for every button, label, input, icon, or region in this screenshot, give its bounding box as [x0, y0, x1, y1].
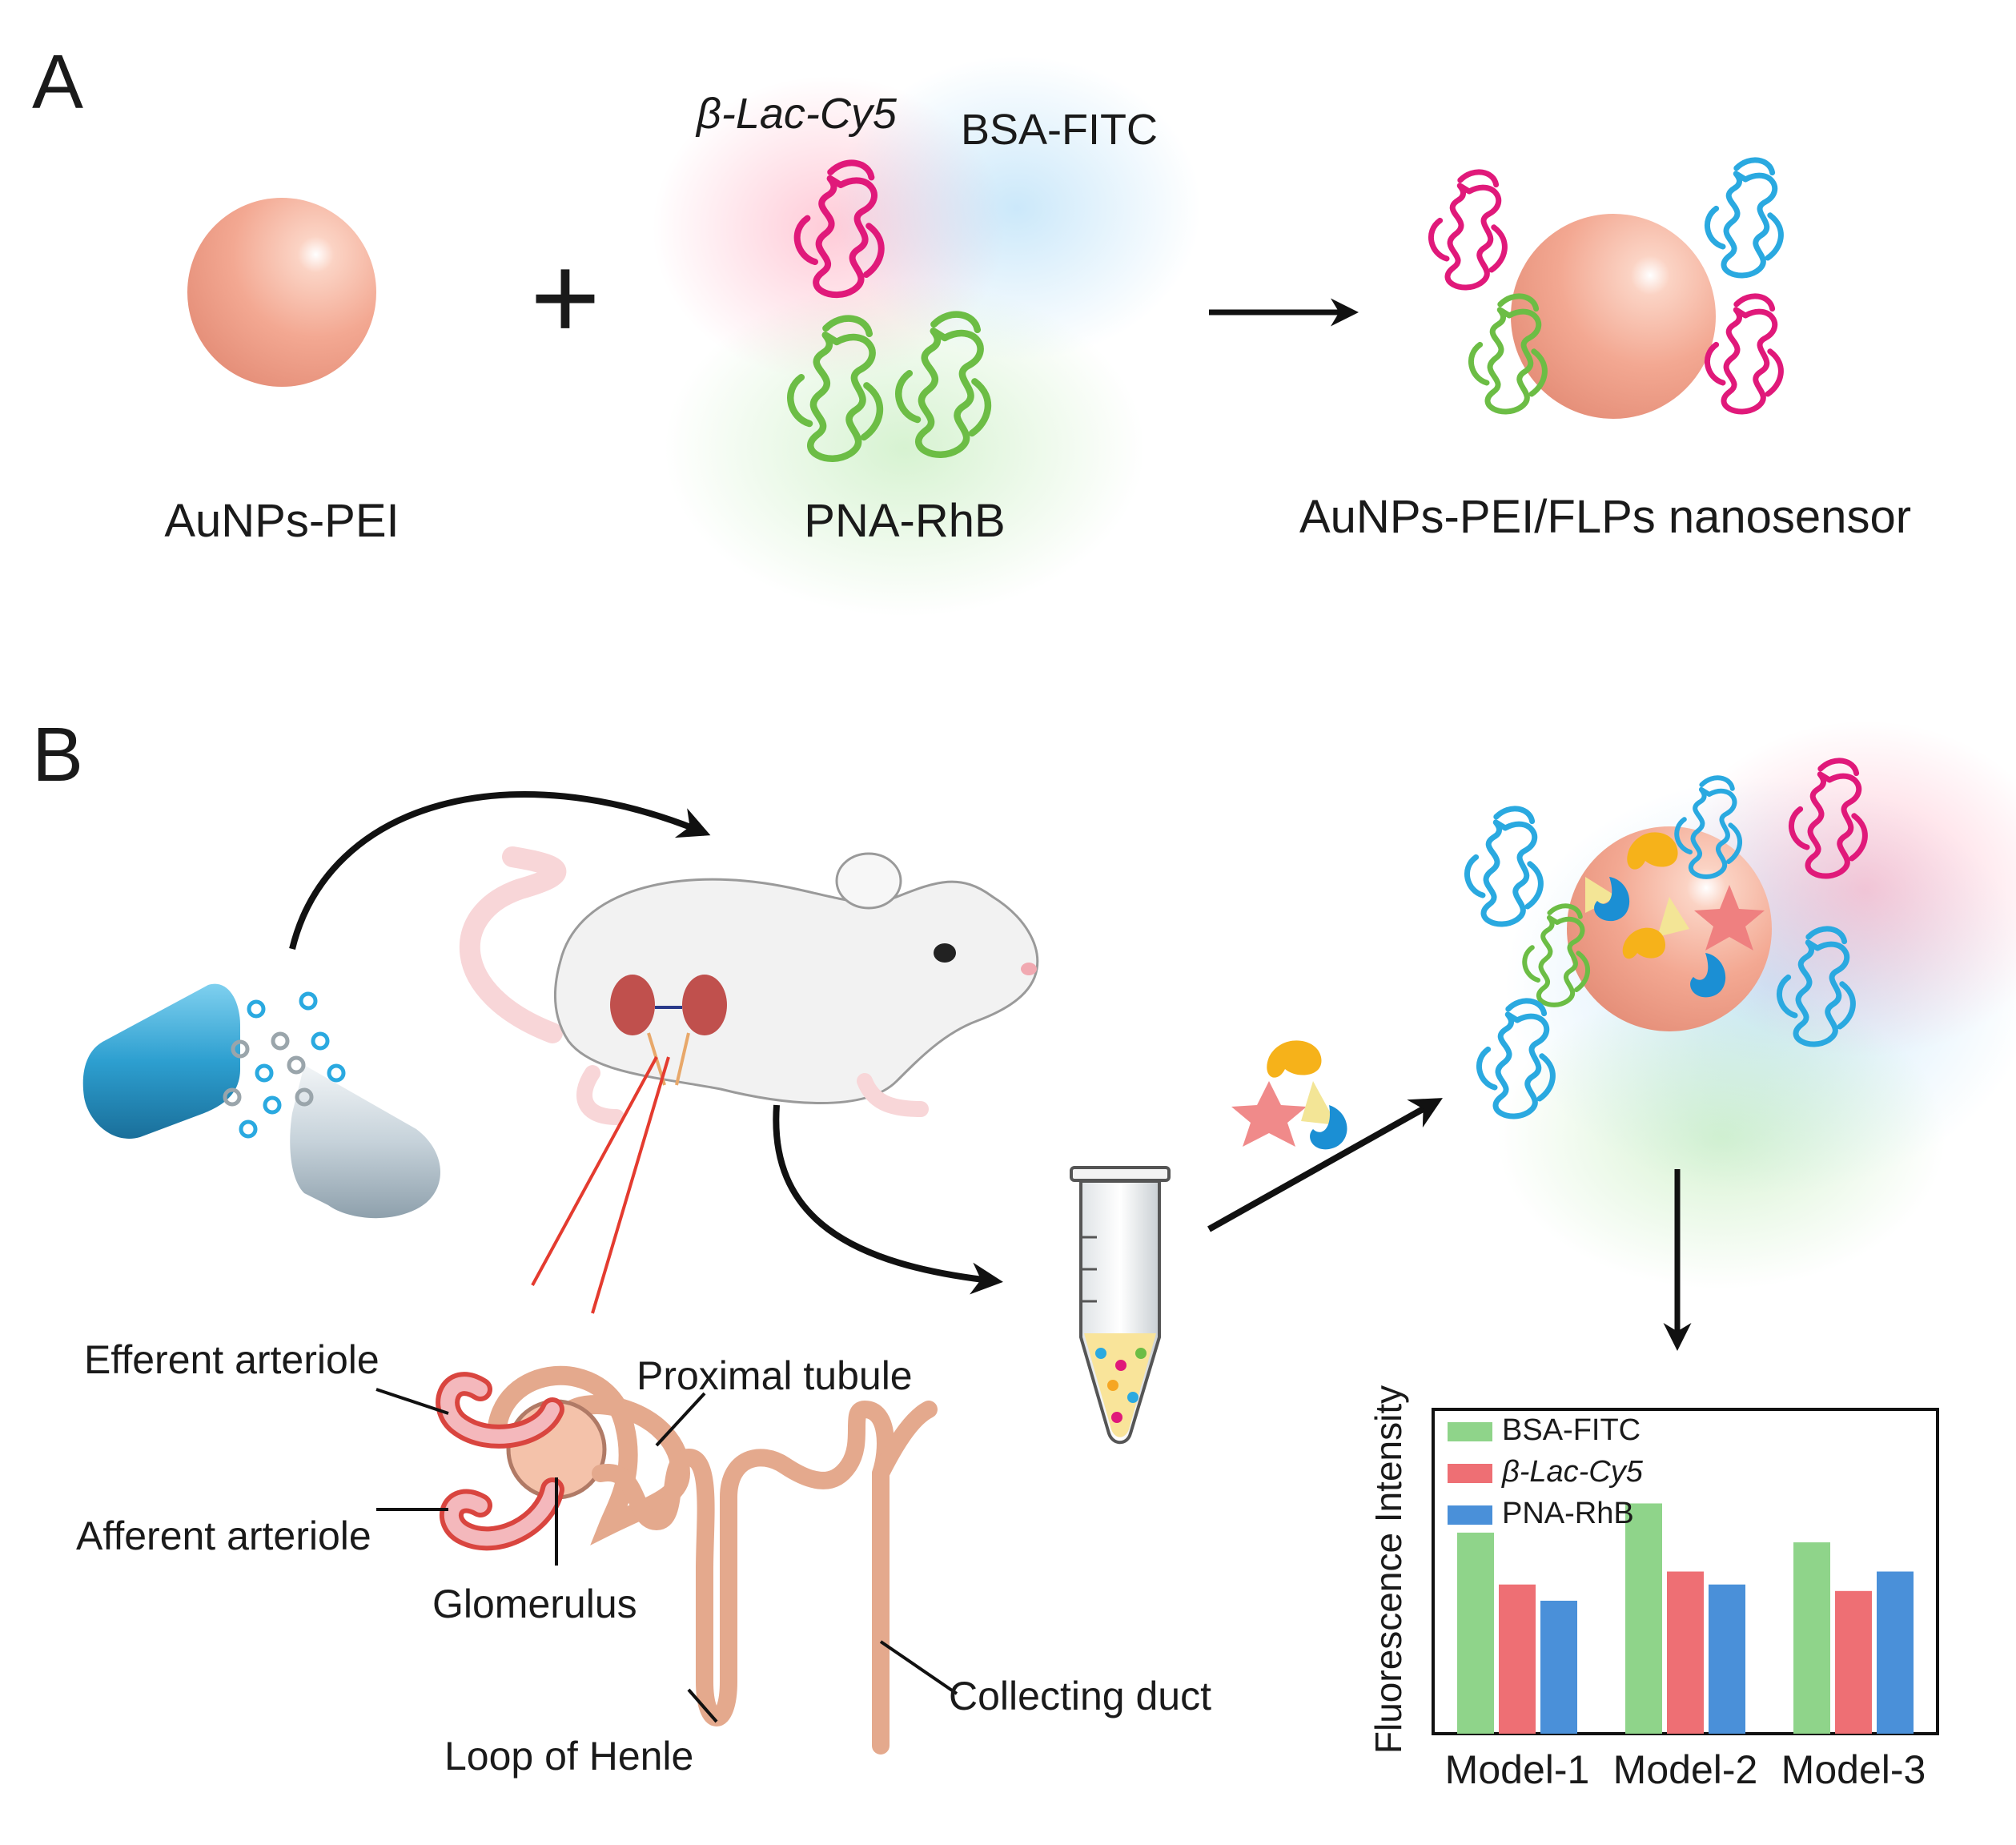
x-tick-label: Model-1 [1445, 1747, 1590, 1792]
analyte-6-icon [1622, 927, 1665, 959]
nanosensor-label: AuNPs-PEI/FLPs nanosensor [1299, 491, 1911, 543]
plus-sign: + [530, 230, 600, 364]
ns-protein-right-top [1707, 160, 1781, 275]
ns-protein-left-bottom [1471, 296, 1544, 412]
pna-rhb-label: PNA-RhB [804, 495, 1005, 547]
legend-swatch [1448, 1505, 1492, 1525]
label-glomerulus: Glomerulus [432, 1582, 637, 1626]
analyte-cluster-icon [1231, 1040, 1347, 1150]
callout-loop [687, 1688, 718, 1723]
label-collecting: Collecting duct [949, 1674, 1211, 1718]
ns-protein-right-bottom [1707, 296, 1781, 412]
callout-collecting [879, 1640, 958, 1695]
analyte-7-icon [1690, 953, 1726, 998]
panel-a-letter: A [32, 39, 83, 125]
ns-protein-left-top [1431, 172, 1504, 287]
bar-model-1-1 [1499, 1584, 1536, 1734]
nanosensor-sphere [1511, 214, 1716, 419]
bar-model-1-2 [1540, 1600, 1577, 1734]
bar-model-2-1 [1667, 1571, 1704, 1734]
bar-model-3-0 [1793, 1542, 1830, 1734]
y-axis-label: Fluorescence Intensity [1367, 1385, 1409, 1754]
aunp-pei-label: AuNPs-PEI [164, 495, 399, 547]
legend-label: PNA-RhB [1502, 1497, 1634, 1530]
analyte-5-icon [1694, 885, 1765, 951]
capsule-icon [82, 983, 440, 1219]
callout-proximal [655, 1392, 706, 1447]
label-loop: Loop of Henle [444, 1734, 693, 1779]
nephron-diagram [436, 1365, 938, 1755]
x-tick-label: Model-2 [1613, 1747, 1758, 1792]
bsa-fitc-label: BSA-FITC [961, 106, 1158, 154]
glow-green [665, 280, 1145, 617]
analyte-4-icon [1657, 897, 1689, 937]
label-afferent: Afferent arteriole [76, 1513, 371, 1558]
zoom-line-1 [531, 1056, 658, 1286]
arrow-urine [773, 1104, 1003, 1295]
callout-efferent [375, 1388, 449, 1415]
label-efferent: Efferent arteriole [84, 1337, 380, 1382]
beta-lac-cy5-label: β-Lac-Cy5 [695, 90, 898, 138]
arrow-dose [289, 791, 711, 950]
sensor-protein-3 [1467, 809, 1540, 924]
bar-model-3-1 [1835, 1590, 1872, 1734]
particles-icon [223, 991, 346, 1139]
label-proximal: Proximal tubule [637, 1353, 913, 1398]
bar-model-3-2 [1877, 1571, 1914, 1734]
bar-model-2-0 [1625, 1503, 1662, 1734]
bars-group [1457, 1503, 1914, 1734]
mouse-icon [459, 846, 1039, 1125]
legend-swatch [1448, 1464, 1492, 1483]
analyte-1-icon [1627, 832, 1678, 870]
tick-labels-group: Model-1 Model-2 Model-3 [1445, 1747, 1926, 1792]
panel-b-letter: B [32, 712, 83, 798]
sensor-glow-green [1497, 985, 1946, 1289]
aunp-pei-sphere [187, 198, 376, 387]
tube-icon [1070, 1166, 1171, 1445]
analyte-3-icon [1594, 877, 1630, 922]
analyte-2-icon [1585, 877, 1617, 913]
x-tick-label: Model-3 [1781, 1747, 1926, 1792]
bar-model-2-2 [1709, 1584, 1745, 1734]
arrow-to-sensor [1207, 1098, 1443, 1232]
legend-label: β-Lac-Cy5 [1501, 1455, 1644, 1489]
bar-model-1-0 [1457, 1532, 1494, 1734]
legend-swatch [1448, 1422, 1492, 1441]
legend-label: BSA-FITC [1502, 1413, 1641, 1447]
zoom-line-2 [591, 1056, 670, 1314]
